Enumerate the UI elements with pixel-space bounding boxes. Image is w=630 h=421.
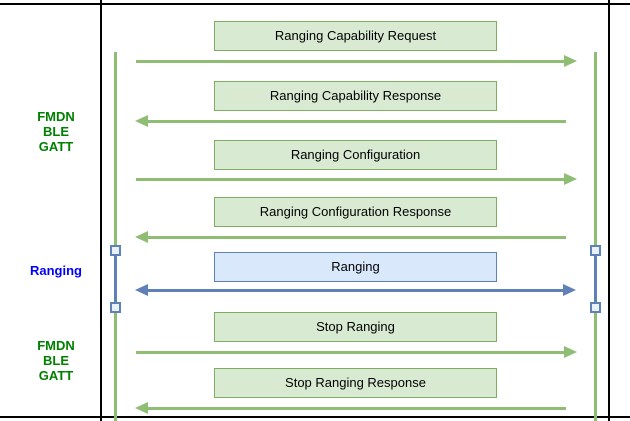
frame-line-bottom <box>0 416 630 418</box>
message-arrow-left <box>148 120 566 123</box>
lifeline-left-ranging-segment <box>114 250 117 308</box>
phase-label-fmdn-ble-gatt-top: FMDN BLE GATT <box>37 109 75 154</box>
message-arrow-right <box>136 178 565 181</box>
arrowhead-left-icon <box>135 284 148 296</box>
frame-line-right <box>608 0 610 421</box>
arrowhead-right-icon <box>564 173 577 185</box>
frame-line-top <box>0 3 630 5</box>
message-box-ranging: Ranging <box>214 252 497 282</box>
arrowhead-left-icon <box>135 115 148 127</box>
frame-line-left <box>100 0 102 421</box>
message-box-stop-ranging-response: Stop Ranging Response <box>214 368 497 398</box>
phase-label-fmdn-ble-gatt-bottom: FMDN BLE GATT <box>37 338 75 383</box>
message-arrow-both <box>148 289 563 292</box>
message-arrow-right <box>136 60 565 63</box>
segment-handle <box>590 302 601 313</box>
lifeline-right-ranging-segment <box>594 250 597 308</box>
message-box-ranging-capability-response: Ranging Capability Response <box>214 81 497 111</box>
message-box-ranging-configuration: Ranging Configuration <box>214 140 497 170</box>
message-box-stop-ranging: Stop Ranging <box>214 312 497 342</box>
message-box-ranging-configuration-response: Ranging Configuration Response <box>214 197 497 227</box>
arrowhead-left-icon <box>135 402 148 414</box>
arrowhead-right-icon <box>564 346 577 358</box>
segment-handle <box>110 302 121 313</box>
segment-handle <box>590 245 601 256</box>
lifeline-right <box>594 52 597 421</box>
lifeline-left <box>114 52 117 421</box>
arrowhead-left-icon <box>135 231 148 243</box>
phase-label-ranging: Ranging <box>30 263 82 278</box>
arrowhead-right-icon <box>564 55 577 67</box>
message-arrow-left <box>148 236 566 239</box>
message-box-ranging-capability-request: Ranging Capability Request <box>214 21 497 51</box>
arrowhead-right-icon <box>563 284 576 296</box>
message-arrow-left <box>148 407 566 410</box>
message-arrow-right <box>136 351 565 354</box>
segment-handle <box>110 245 121 256</box>
